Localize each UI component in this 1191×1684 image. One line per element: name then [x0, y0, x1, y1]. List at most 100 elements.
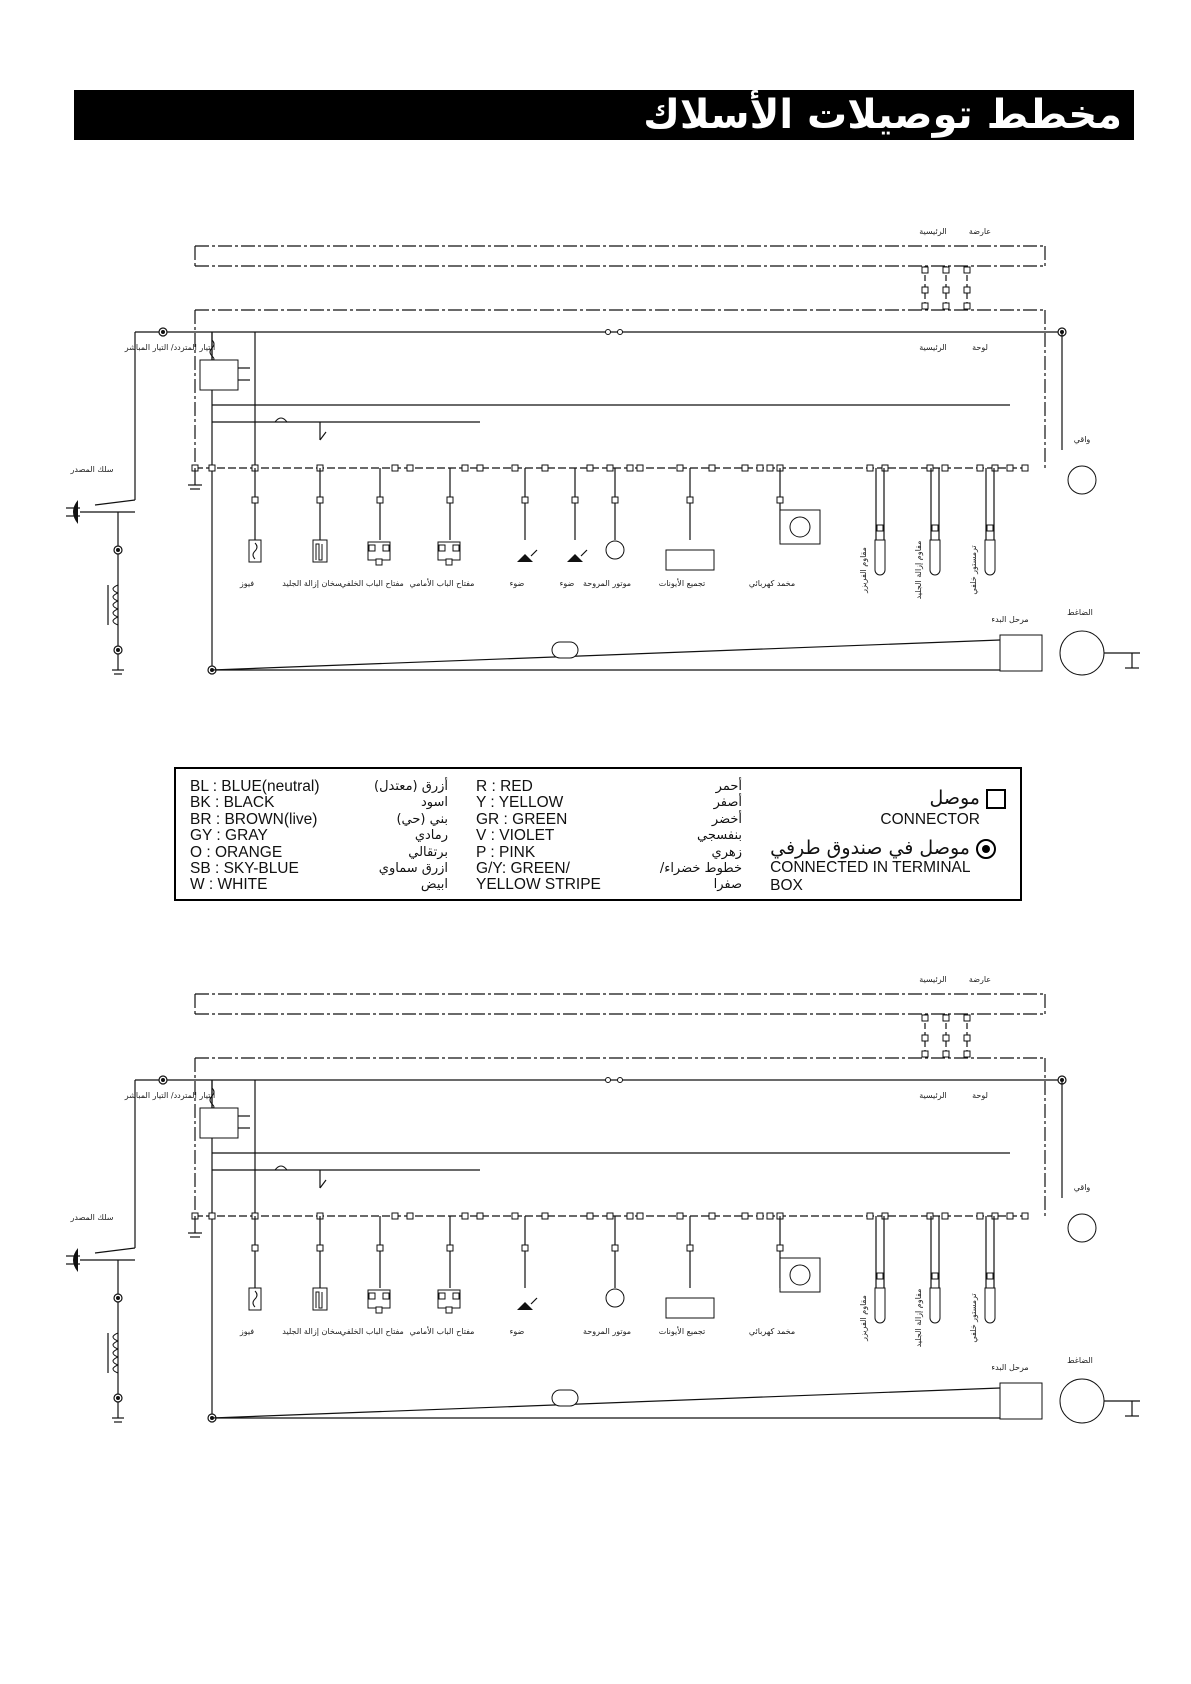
inductor-coil: [112, 584, 119, 594]
legend-mid-arabic: أحمر أصفر أخضر بنفسجي زهري خطوط خضراء/ ص…: [632, 779, 742, 894]
thermistor-icon: [984, 539, 996, 576]
legend-item: SB : SKY-BLUE: [190, 859, 299, 877]
protector-icon: [1067, 1213, 1097, 1243]
connector-square: [926, 464, 934, 472]
connector-square: [476, 464, 484, 472]
fuse-icon: [252, 1290, 258, 1308]
connector-square: [876, 1272, 884, 1280]
component-label: ترمستور خلفي: [969, 545, 978, 594]
terminal-dot: [116, 548, 120, 552]
component-label: مقاوم الفريزر: [859, 1295, 868, 1342]
connector-square: [476, 1212, 484, 1220]
connector-square: [316, 1244, 324, 1252]
lamp-icon: [517, 1302, 533, 1310]
connector-square: [376, 496, 384, 504]
connector-square: [766, 464, 774, 472]
component-label: سلك المصدر: [70, 465, 114, 474]
power-wire: [94, 499, 136, 506]
connector-square: [636, 464, 644, 472]
capacitor-wire: [211, 639, 1001, 671]
connector-square: [368, 544, 376, 552]
converter-box: [199, 359, 239, 391]
terminal-ar: موصل في صندوق طرفي: [770, 837, 970, 859]
thermistor-icon: [929, 539, 941, 576]
connector-square: [1006, 464, 1014, 472]
connector-square: [708, 1212, 716, 1220]
connector-square: [1021, 1212, 1029, 1220]
connector-square: [963, 266, 971, 274]
component-label: فيوز: [239, 1327, 254, 1336]
terminal-dot-icon: [976, 838, 996, 859]
connector-square: [251, 496, 259, 504]
connector-square: [452, 1292, 460, 1300]
connector-square: [866, 1212, 874, 1220]
component-label: عارضة: [969, 227, 991, 236]
damper-motor-box: [779, 509, 821, 545]
converter-fuse: [209, 1087, 215, 1109]
connector-square: [921, 1014, 929, 1022]
connector-square: [446, 1244, 454, 1252]
compressor-icon: [1059, 1378, 1105, 1424]
inductor-coil: [112, 1364, 119, 1374]
switch-contact: [605, 1077, 611, 1083]
legend-item-ar: ازرق سماوي: [378, 860, 448, 876]
connector-square: [438, 544, 446, 552]
fan-motor-icon: [605, 540, 625, 560]
lamp-icon: [567, 554, 583, 562]
component-label: مقاوم إزالة الجليد: [914, 1289, 924, 1348]
damper-coil-icon: [789, 1264, 811, 1286]
inductor-coil: [112, 616, 119, 626]
inductor-coil: [112, 600, 119, 610]
connector-square: [611, 496, 619, 504]
legend-item: BR : BROWN(live): [190, 810, 318, 828]
connector-square: [942, 302, 950, 310]
connector-square: [406, 464, 414, 472]
connector-square: [586, 464, 594, 472]
component-label: التيار المتردد/ التيار المباشر: [124, 343, 215, 352]
component-label: موتور المروحة: [583, 579, 631, 588]
plug-icon: [73, 1248, 78, 1272]
converter-box: [199, 1107, 239, 1139]
connector-square: [776, 1244, 784, 1252]
connector-square: [942, 266, 950, 274]
component-label: مفتاح الباب الخلفي: [340, 579, 404, 588]
connector-square: [461, 1212, 469, 1220]
capacitor-wire: [211, 1387, 1001, 1419]
connector-square: [976, 1212, 984, 1220]
connector-square: [511, 464, 519, 472]
connector-square: [741, 1212, 749, 1220]
connector-square: [991, 1212, 999, 1220]
legend-item-ar: ابيض: [420, 877, 448, 893]
legend-item-ar: زهري: [711, 844, 742, 860]
terminal-dot: [161, 1078, 165, 1082]
connector-square: [461, 464, 469, 472]
capacitor-icon: [551, 641, 579, 659]
connector-square: [881, 1212, 889, 1220]
connector-square: [942, 1034, 950, 1042]
component-label: سلك المصدر: [70, 1213, 114, 1222]
component-label: الرئيسية: [919, 975, 947, 984]
connector-square: [571, 496, 579, 504]
connector-square: [686, 496, 694, 504]
title-bar: مخطط توصيلات الأسلاك: [74, 90, 1134, 140]
inductor-coil: [112, 592, 119, 602]
connector-square: [521, 496, 529, 504]
converter-fuse: [209, 339, 215, 361]
connector-square: [1006, 1212, 1014, 1220]
connector-square: [963, 1034, 971, 1042]
terminal-dot: [116, 648, 120, 652]
connector-square: [708, 464, 716, 472]
thermal-fuse: [274, 417, 288, 423]
legend-item: V : VIOLET: [476, 827, 555, 845]
connector-square: [926, 1212, 934, 1220]
component-label: لوحة: [972, 1091, 988, 1100]
connector-square: [541, 464, 549, 472]
component-label: التيار المتردد/ التيار المباشر: [124, 1091, 215, 1100]
connector-square-icon: [986, 788, 1006, 809]
legend-item: GR : GREEN: [476, 810, 568, 828]
component-label: موتور المروحة: [583, 1327, 631, 1336]
thermistor-icon: [874, 539, 886, 576]
component-label: واقي: [1074, 435, 1091, 444]
component-label: سخان إزالة الجليد: [282, 579, 342, 589]
